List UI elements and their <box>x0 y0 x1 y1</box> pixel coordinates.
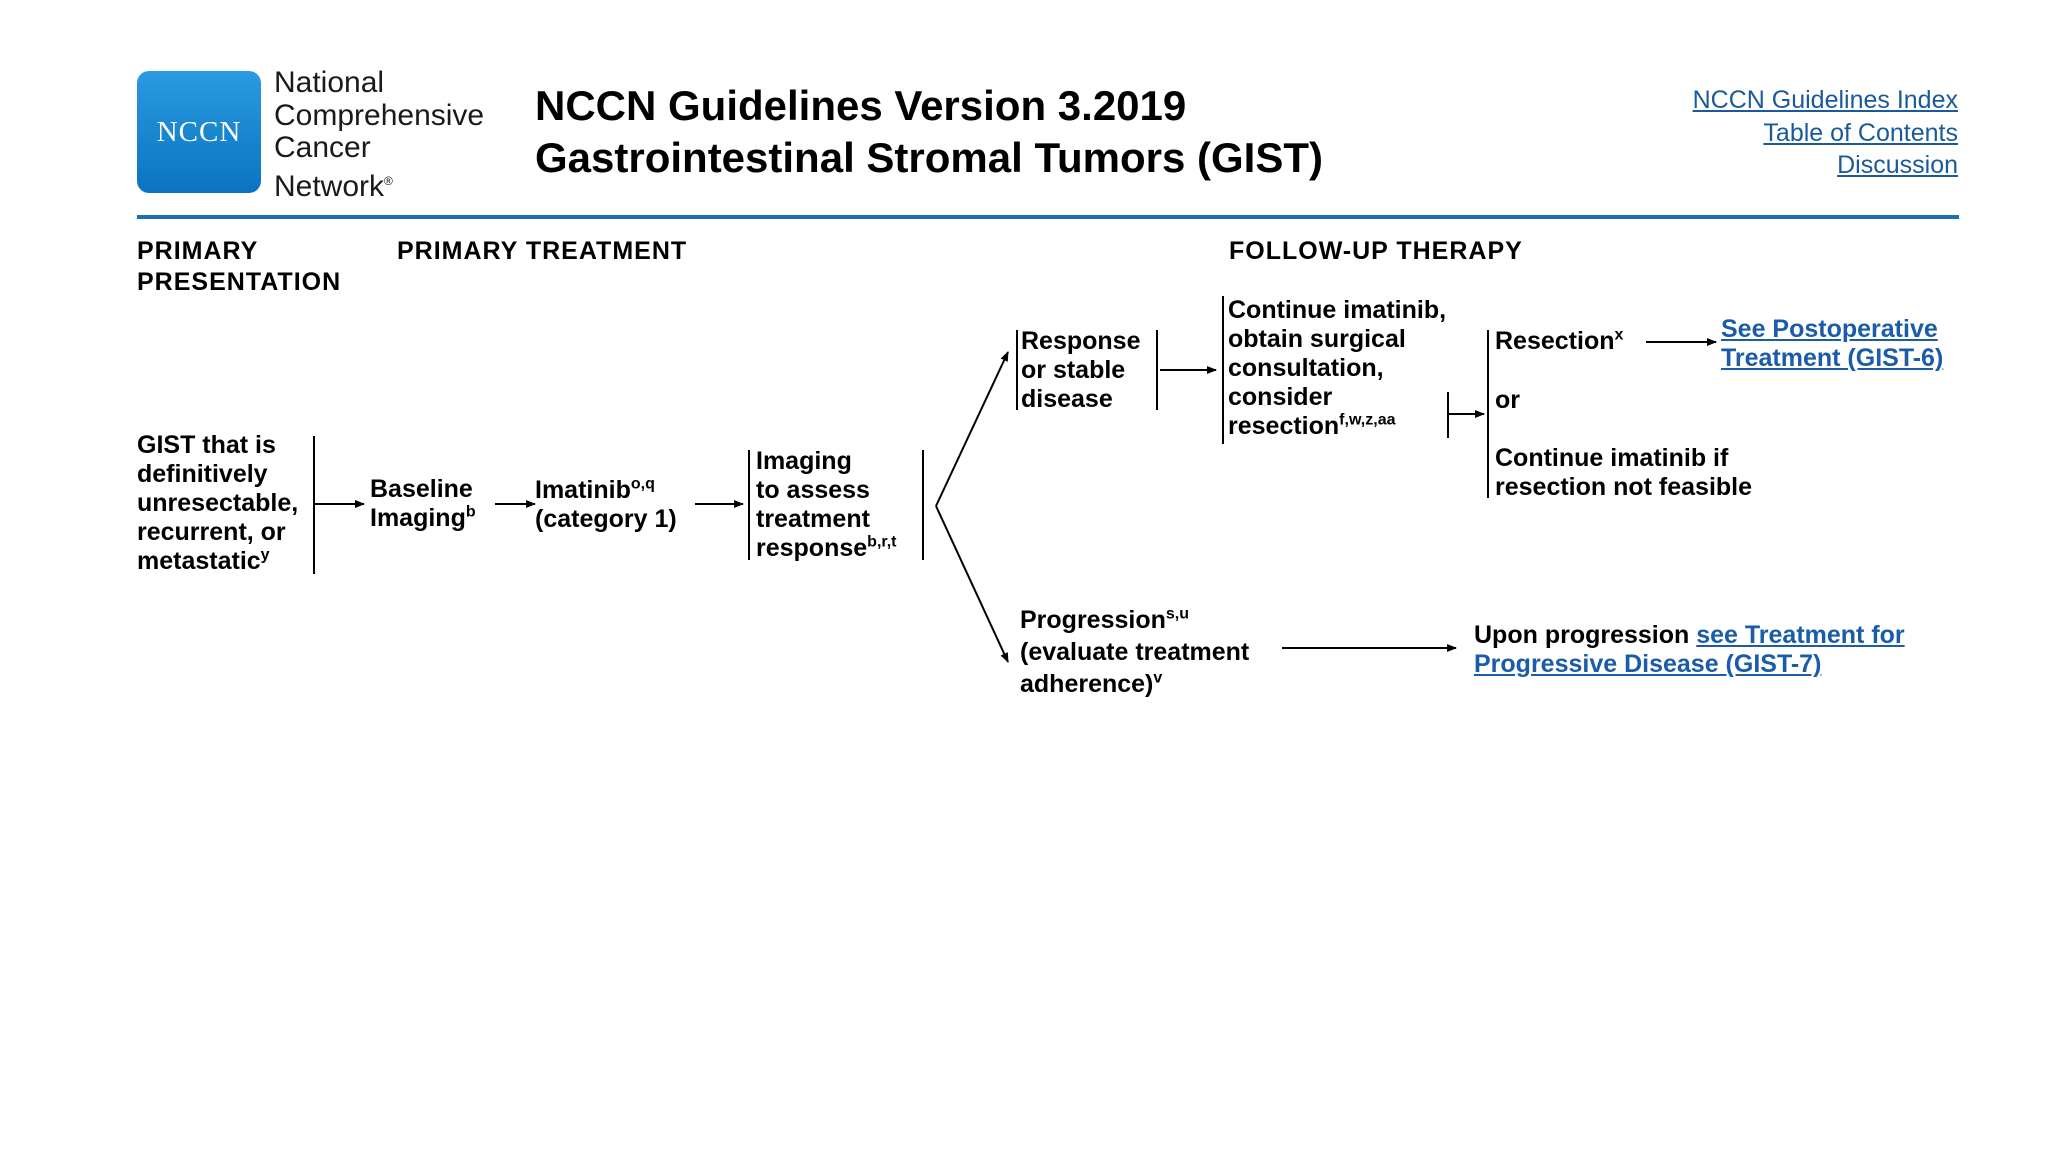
postop-link-line-2[interactable]: Treatment (GIST-6) <box>1721 344 1944 372</box>
nav-links: NCCN Guidelines Index Table of Contents … <box>1693 84 1958 182</box>
node-postop-link: See Postoperative Treatment (GIST-6) <box>1721 315 1943 373</box>
organization-name: National Comprehensive Cancer Network® <box>274 66 485 204</box>
baseline-line-2: Imagingb <box>370 504 476 533</box>
heading-primary-treatment: PRIMARY TREATMENT <box>397 237 688 265</box>
gist-line-2: definitively <box>137 460 268 488</box>
node-imatinib: Imatinibo,q (category 1) <box>535 476 677 534</box>
org-line-4-text: Network <box>274 169 385 203</box>
upon-line-2: Progressive Disease (GIST-7) <box>1474 650 1905 679</box>
page-title: NCCN Guidelines Version 3.2019 Gastroint… <box>535 80 1323 184</box>
imatinib-line-2: (category 1) <box>535 505 677 533</box>
discussion-link[interactable]: Discussion <box>1837 151 1958 179</box>
continue-line-1: Continue imatinib, <box>1228 296 1447 324</box>
postop-link-line-1[interactable]: See Postoperative <box>1721 315 1938 343</box>
title-line-1: NCCN Guidelines Version 3.2019 <box>535 82 1187 129</box>
baseline-line-1: Baseline <box>370 475 473 503</box>
node-continue-imatinib: Continue imatinib, obtain surgical consu… <box>1228 296 1446 441</box>
title-line-2: Gastrointestinal Stromal Tumors (GIST) <box>535 134 1323 181</box>
response-line-3: disease <box>1021 385 1113 413</box>
header-rule <box>137 215 1959 219</box>
node-upon-progression: Upon progression see Treatment for Progr… <box>1474 621 1905 679</box>
imaging-line-4: responseb,r,t <box>756 534 897 563</box>
imatinib-line-1-text: Imatinib <box>535 476 631 504</box>
imaging-line-1: Imaging <box>756 447 852 475</box>
response-line-1: Response <box>1021 327 1141 355</box>
guidelines-index-link[interactable]: NCCN Guidelines Index <box>1692 86 1958 114</box>
node-continue-if-not-feasible: Continue imatinib if resection not feasi… <box>1495 444 1752 502</box>
node-resection: Resectionx <box>1495 327 1623 356</box>
arrow-to-response <box>935 351 1009 507</box>
node-gist-presentation: GIST that is definitively unresectable, … <box>137 431 298 576</box>
continue-line-2: obtain surgical <box>1228 325 1406 353</box>
progression-footnote: s,u <box>1165 605 1189 623</box>
table-of-contents-link[interactable]: Table of Contents <box>1763 118 1958 147</box>
continue-line-5: resectionf,w,z,aa <box>1228 412 1446 441</box>
continue-line-5-text: resection <box>1228 412 1340 440</box>
upon-line-1: Upon progression see Treatment for <box>1474 621 1905 650</box>
logo-text: NCCN <box>156 115 242 148</box>
continue-line-3: consultation, <box>1228 354 1384 382</box>
imaging-line-4-text: response <box>756 534 868 562</box>
heading-primary-presentation: PRIMARY PRESENTATION <box>137 236 341 298</box>
node-progression: Progressions,u (evaluate treatment adher… <box>1020 604 1249 700</box>
node-response-stable: Response or stable disease <box>1021 327 1140 414</box>
progression-line-1-text: Progression <box>1020 606 1166 634</box>
progression-line-3: adherence)v <box>1020 668 1249 700</box>
continue-if-line-1: Continue imatinib if <box>1495 444 1729 472</box>
gist-line-3: unresectable, <box>137 489 299 517</box>
heading-follow-up-therapy: FOLLOW-UP THERAPY <box>1229 237 1523 265</box>
imaging-line-3: treatment <box>756 505 870 533</box>
gist-line-4: recurrent, or <box>137 518 286 546</box>
arrow-to-progression <box>935 505 1009 663</box>
org-line-3: Cancer <box>274 131 371 164</box>
imatinib-footnote: o,q <box>630 475 655 493</box>
progression-line-2: (evaluate treatment <box>1020 638 1250 666</box>
node-or: or <box>1495 386 1520 414</box>
org-line-1: National <box>274 66 385 99</box>
resection-text: Resection <box>1495 327 1615 355</box>
imaging-line-2: to assess <box>756 476 870 504</box>
progression-line-3-text: adherence) <box>1020 670 1154 698</box>
node-imaging-assess: Imaging to assess treatment responseb,r,… <box>756 447 897 563</box>
progressive-disease-link-2[interactable]: Progressive Disease (GIST-7) <box>1474 650 1822 678</box>
progressive-disease-link-1[interactable]: see Treatment for <box>1696 621 1905 649</box>
continue-footnote: f,w,z,aa <box>1339 411 1396 429</box>
baseline-line-2-text: Imaging <box>370 504 466 532</box>
response-line-2: or stable <box>1021 356 1126 384</box>
imaging-footnote: b,r,t <box>867 533 897 551</box>
gist-line-1: GIST that is <box>137 431 276 459</box>
gist-line-5-text: metastatic <box>137 547 261 575</box>
org-line-4: Network® <box>274 165 484 204</box>
org-line-2: Comprehensive <box>274 98 485 132</box>
continue-line-4: consider <box>1228 383 1333 411</box>
heading-pp-line-2: PRESENTATION <box>137 268 342 296</box>
gist-footnote: y <box>260 546 270 564</box>
registered-mark: ® <box>384 173 393 188</box>
nccn-logo: NCCN <box>137 71 261 193</box>
adherence-footnote: v <box>1153 669 1163 687</box>
continue-if-line-2: resection not feasible <box>1495 473 1753 501</box>
heading-pp-line-1: PRIMARY <box>137 237 259 265</box>
baseline-footnote: b <box>465 503 476 521</box>
upon-prefix: Upon progression <box>1474 621 1697 649</box>
resection-footnote: x <box>1614 326 1624 344</box>
progression-line-1: Progressions,u <box>1020 604 1249 636</box>
imatinib-line-1: Imatinibo,q <box>535 476 677 505</box>
gist-line-5: metastaticy <box>137 547 298 576</box>
node-baseline-imaging: Baseline Imagingb <box>370 475 476 533</box>
